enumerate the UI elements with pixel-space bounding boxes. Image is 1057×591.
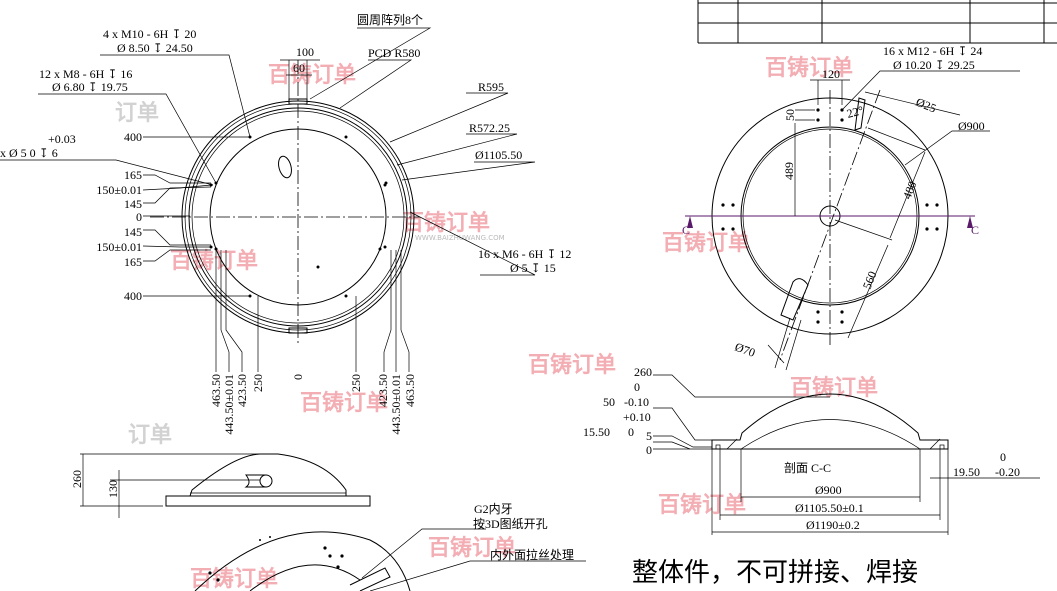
watermark-logo: 百铸订单 — [300, 390, 388, 416]
tolerance: 0 — [628, 425, 634, 439]
main-note: 整体件，不可拼接、焊接 — [632, 558, 918, 587]
top-view: 圆周阵列8个 4 x M10 - 6H ↧ 20 Ø 8.50 ↧ 24.50 … — [0, 13, 571, 435]
ordinate-x: 463.50 — [209, 374, 223, 407]
watermark-logo: 百铸订单 — [170, 248, 258, 274]
m6-thread-note: 16 x M6 - 6H ↧ 12 — [478, 247, 571, 261]
r572-label: R572.25 — [469, 121, 510, 135]
height-15-50: 15.50 — [583, 425, 610, 439]
ordinate-x: 443.50±0.01 — [389, 374, 403, 435]
side-view: 260 130 — [70, 453, 371, 518]
diameter-70: Ø70 — [733, 340, 757, 360]
ordinate-x: 250 — [349, 374, 363, 392]
m6-drill-note: Ø 5 ↧ 15 — [510, 261, 556, 275]
watermarks: 百铸订单 百铸订单 WWW.BAIZHUWANG.COM 百铸订单 百铸订单 百… — [115, 55, 878, 591]
bottom-view: 16 x M12 - 6H ↧ 24 Ø 10.20 ↧ 29.25 120 5… — [682, 44, 1020, 371]
m12-drill-note: Ø 10.20 ↧ 29.25 — [893, 58, 975, 72]
watermark-logo: 百铸订单 — [428, 535, 516, 561]
diameter-1105: Ø1105.50±0.1 — [795, 501, 864, 515]
m8-thread-note: 12 x M8 - 6H ↧ 16 — [39, 67, 132, 81]
tolerance: -0.20 — [995, 465, 1020, 479]
watermark-logo: 订单 — [115, 101, 159, 126]
watermark-logo: 百铸订单 — [528, 352, 616, 378]
ordinate-x: 463.50 — [403, 374, 417, 407]
m10-thread-note: 4 x M10 - 6H ↧ 20 — [103, 27, 196, 41]
hole-note: 按3D图纸开孔 — [473, 517, 548, 531]
watermark-logo: 百铸订单 — [190, 566, 278, 591]
angle-22: 22° — [845, 103, 865, 121]
ordinate-x: 423.50 — [235, 374, 249, 407]
height-130: 130 — [106, 480, 120, 498]
m12-thread-note: 16 x M12 - 6H ↧ 24 — [883, 44, 982, 58]
diameter-25: Ø25 — [914, 95, 938, 116]
ordinate-x: 423.50 — [376, 374, 390, 407]
ordinate-x: 0 — [291, 374, 305, 380]
finish-note: 内外面拉丝处理 — [490, 547, 574, 562]
pcd-label: PCD R580 — [368, 46, 420, 60]
m10-drill-note: Ø 8.50 ↧ 24.50 — [117, 41, 193, 55]
height-5: 5 — [646, 429, 652, 443]
diameter-1190: Ø1190±0.2 — [806, 518, 860, 532]
width-19-50: 19.50 — [953, 465, 980, 479]
ordinate-y: 400 — [124, 130, 142, 144]
tolerance: 0 — [634, 380, 640, 394]
section-marker-right: C — [971, 223, 979, 237]
watermark-logo: 百铸订单 — [268, 62, 356, 88]
ordinate-y: 145 — [124, 225, 142, 239]
diameter-900: Ø900 — [958, 119, 985, 133]
ordinate-y: 165 — [124, 168, 142, 182]
ordinate-x: 443.50±0.01 — [222, 374, 236, 435]
m8-drill-note: Ø 6.80 ↧ 19.75 — [52, 80, 128, 94]
diameter-1105-label: Ø1105.50 — [475, 148, 522, 162]
dim-100: 100 — [296, 45, 314, 59]
thread-note: G2内牙 — [474, 502, 513, 516]
dim-489: 489 — [782, 162, 796, 180]
watermark-url: WWW.BAIZHUWANG.COM — [415, 234, 505, 242]
watermark-logo: 百铸订单 — [765, 55, 853, 81]
height-0: 0 — [646, 443, 652, 457]
title-block — [697, 0, 1057, 44]
pattern-note: 圆周阵列8个 — [357, 13, 423, 27]
height-260: 260 — [70, 470, 84, 488]
section-title: 剖面 C-C — [784, 461, 831, 475]
dim-50: 50 — [783, 109, 797, 121]
watermark-logo: 百铸订单 — [658, 492, 746, 518]
watermark-logo: 订单 — [128, 423, 172, 448]
dim-560: 560 — [860, 269, 880, 291]
watermark-logo: 百铸订单 — [402, 210, 490, 236]
tolerance: +0.10 — [623, 410, 651, 424]
section-c-c: 剖面 C-C 260 0 50 -0.10 +0.10 15.50 0 5 0 … — [583, 365, 1040, 535]
pin-hole-note: x Ø 5 0 ↧ 6 — [0, 146, 58, 160]
pin-tolerance: +0.03 — [48, 132, 76, 146]
dim-120: 120 — [822, 67, 840, 81]
diameter-900: Ø900 — [815, 483, 842, 497]
ordinate-y: 150±0.01 — [96, 183, 142, 197]
tolerance: 0 — [1000, 450, 1006, 464]
ordinate-y: 165 — [124, 255, 142, 269]
ordinate-x: 250 — [251, 374, 265, 392]
height-260: 260 — [634, 365, 652, 379]
iso-view: G2内牙 按3D图纸开孔 内外面拉丝处理 — [194, 502, 586, 591]
dim-480: 480 — [900, 179, 920, 201]
ordinate-y: 0 — [136, 210, 142, 224]
section-marker-left: C — [682, 223, 690, 237]
r595-label: R595 — [478, 80, 504, 94]
ordinate-y: 145 — [124, 197, 142, 211]
tolerance: -0.10 — [624, 395, 649, 409]
watermark-logo: 百铸订单 — [662, 230, 750, 256]
ordinate-y: 400 — [124, 289, 142, 303]
height-50: 50 — [603, 395, 615, 409]
dim-60: 60 — [293, 61, 305, 75]
ordinate-y: 150±0.01 — [96, 240, 142, 254]
